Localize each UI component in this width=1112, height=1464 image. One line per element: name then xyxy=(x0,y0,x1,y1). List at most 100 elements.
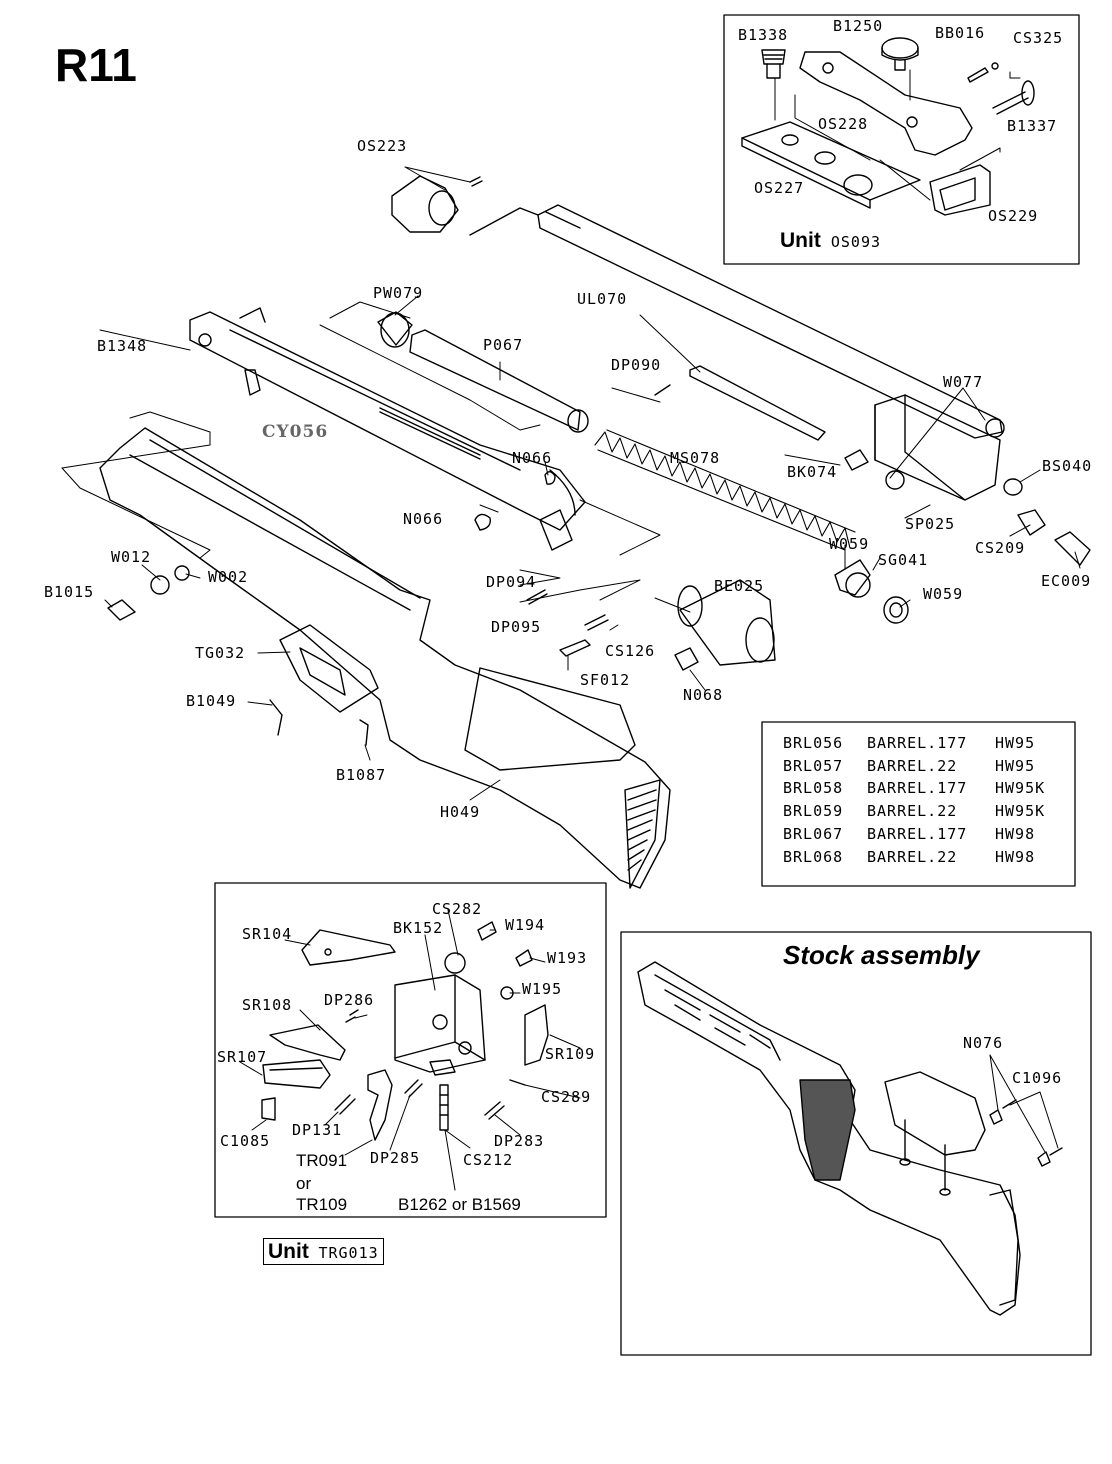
part-label: OS223 xyxy=(357,137,408,155)
part-label: W012 xyxy=(111,548,152,566)
part-label: B1348 xyxy=(97,337,148,355)
part-label: H049 xyxy=(440,803,481,821)
barrel-table-frame xyxy=(761,721,1076,887)
part-label: SR109 xyxy=(545,1045,596,1063)
part-label: CS282 xyxy=(432,900,483,918)
part-label: N068 xyxy=(683,686,724,704)
barrel-model: HW95K xyxy=(995,802,1046,821)
sight-knob-bb016 xyxy=(881,37,919,71)
barrel-model: HW95 xyxy=(995,734,1036,752)
part-label: DP095 xyxy=(491,618,542,636)
barrel-model: HW98 xyxy=(995,824,1036,843)
part-label: W195 xyxy=(522,980,563,998)
part-label: B1049 xyxy=(186,692,237,710)
barrel-model: HW95K xyxy=(995,779,1046,798)
sight-screw-b1337 xyxy=(992,80,1035,115)
part-label: B1250 xyxy=(833,17,884,35)
unit-word: Unit xyxy=(780,229,821,252)
part-label: B1262 or B1569 xyxy=(398,1195,521,1214)
trigger-unit-drawing xyxy=(261,921,549,1141)
part-label: OS228 xyxy=(818,115,869,133)
part-label: CS126 xyxy=(605,642,656,660)
part-label: W059 xyxy=(829,535,870,553)
part-label: DP286 xyxy=(324,991,375,1009)
stock-assembly-title: Stock assembly xyxy=(783,940,980,970)
part-label: N066 xyxy=(512,449,553,467)
part-label: SF012 xyxy=(580,671,631,689)
part-label: W193 xyxy=(547,949,588,967)
barrel-code: BRL068 xyxy=(783,847,844,866)
part-label: W059 xyxy=(923,585,964,603)
part-label: EC009 xyxy=(1041,572,1092,590)
part-label: N076 xyxy=(963,1034,1004,1052)
part-label: W002 xyxy=(208,568,249,586)
table-row: BRL058 BARREL.177 HW95K xyxy=(783,777,1045,800)
sight-base-b1250 xyxy=(799,51,973,156)
part-label: B1087 xyxy=(336,766,387,784)
part-label: BB016 xyxy=(935,24,986,42)
part-label: UL070 xyxy=(577,290,628,308)
stock-washers xyxy=(107,565,190,621)
table-row: BRL068 BARREL.22 HW98 xyxy=(783,846,1045,869)
part-label: DP094 xyxy=(486,573,537,591)
part-label: DP283 xyxy=(494,1132,545,1150)
sight-plate-os229 xyxy=(929,164,991,216)
part-label: BK074 xyxy=(787,463,838,481)
barrel-name: BARREL.177 xyxy=(867,779,968,798)
barrel xyxy=(469,204,1003,439)
piston-parts xyxy=(377,311,589,433)
sight-leader-lines xyxy=(774,69,1021,201)
part-label: N066 xyxy=(403,510,444,528)
part-label: DP090 xyxy=(611,356,662,374)
part-label: C1096 xyxy=(1012,1069,1063,1087)
part-label: W194 xyxy=(505,916,546,934)
part-label: B1337 xyxy=(1007,117,1058,135)
part-label: DP285 xyxy=(370,1149,421,1167)
barrel-code: BRL067 xyxy=(783,824,844,843)
trigger-leader-lines xyxy=(239,909,581,1191)
cylinder-parts xyxy=(474,471,776,671)
part-label: PW079 xyxy=(373,284,424,302)
part-label: TR091 xyxy=(296,1151,348,1170)
barrel-name: BARREL.22 xyxy=(867,802,958,821)
part-label: MS078 xyxy=(670,449,721,467)
stock-assembly-leader-lines xyxy=(989,1054,1059,1153)
part-label: BE025 xyxy=(714,577,765,595)
stock-assembly-frame xyxy=(620,931,1092,1356)
trigger-unit-frame xyxy=(214,882,607,1218)
unit-code: TRG013 xyxy=(318,1244,379,1262)
part-label: CS289 xyxy=(541,1088,592,1106)
sight-unit-frame xyxy=(723,14,1080,265)
unit-word: Unit xyxy=(268,1240,309,1263)
part-label: BK152 xyxy=(393,919,444,937)
rear-sight-os223 xyxy=(391,175,483,233)
part-label: P067 xyxy=(483,336,524,354)
trigger-housing-block xyxy=(874,394,1091,566)
part-label: CS209 xyxy=(975,539,1026,557)
part-label: SR104 xyxy=(242,925,293,943)
part-label: SP025 xyxy=(905,515,956,533)
part-label: CS212 xyxy=(463,1151,514,1169)
part-label: W077 xyxy=(943,373,984,391)
barrel-name: BARREL.22 xyxy=(867,847,958,866)
part-label: SR107 xyxy=(217,1048,268,1066)
part-label: TR109 xyxy=(296,1195,348,1214)
page-title: R11 xyxy=(55,39,137,91)
part-label: B1015 xyxy=(44,583,95,601)
sight-unit-caption: Unit OS093 xyxy=(780,230,881,251)
trigger-unit-caption: Unit TRG013 xyxy=(263,1238,384,1265)
barrel-code: BRL056 xyxy=(783,734,844,752)
barrel-code: BRL057 xyxy=(783,756,844,775)
part-label: or xyxy=(296,1174,312,1193)
stock-assembly-drawing xyxy=(637,961,1063,1316)
part-label: OS229 xyxy=(988,207,1039,225)
sight-pin-cs325 xyxy=(967,62,999,83)
spring-guide-parts xyxy=(654,365,909,624)
barrel-model: HW98 xyxy=(995,847,1036,866)
barrel-code: BRL058 xyxy=(783,779,844,798)
